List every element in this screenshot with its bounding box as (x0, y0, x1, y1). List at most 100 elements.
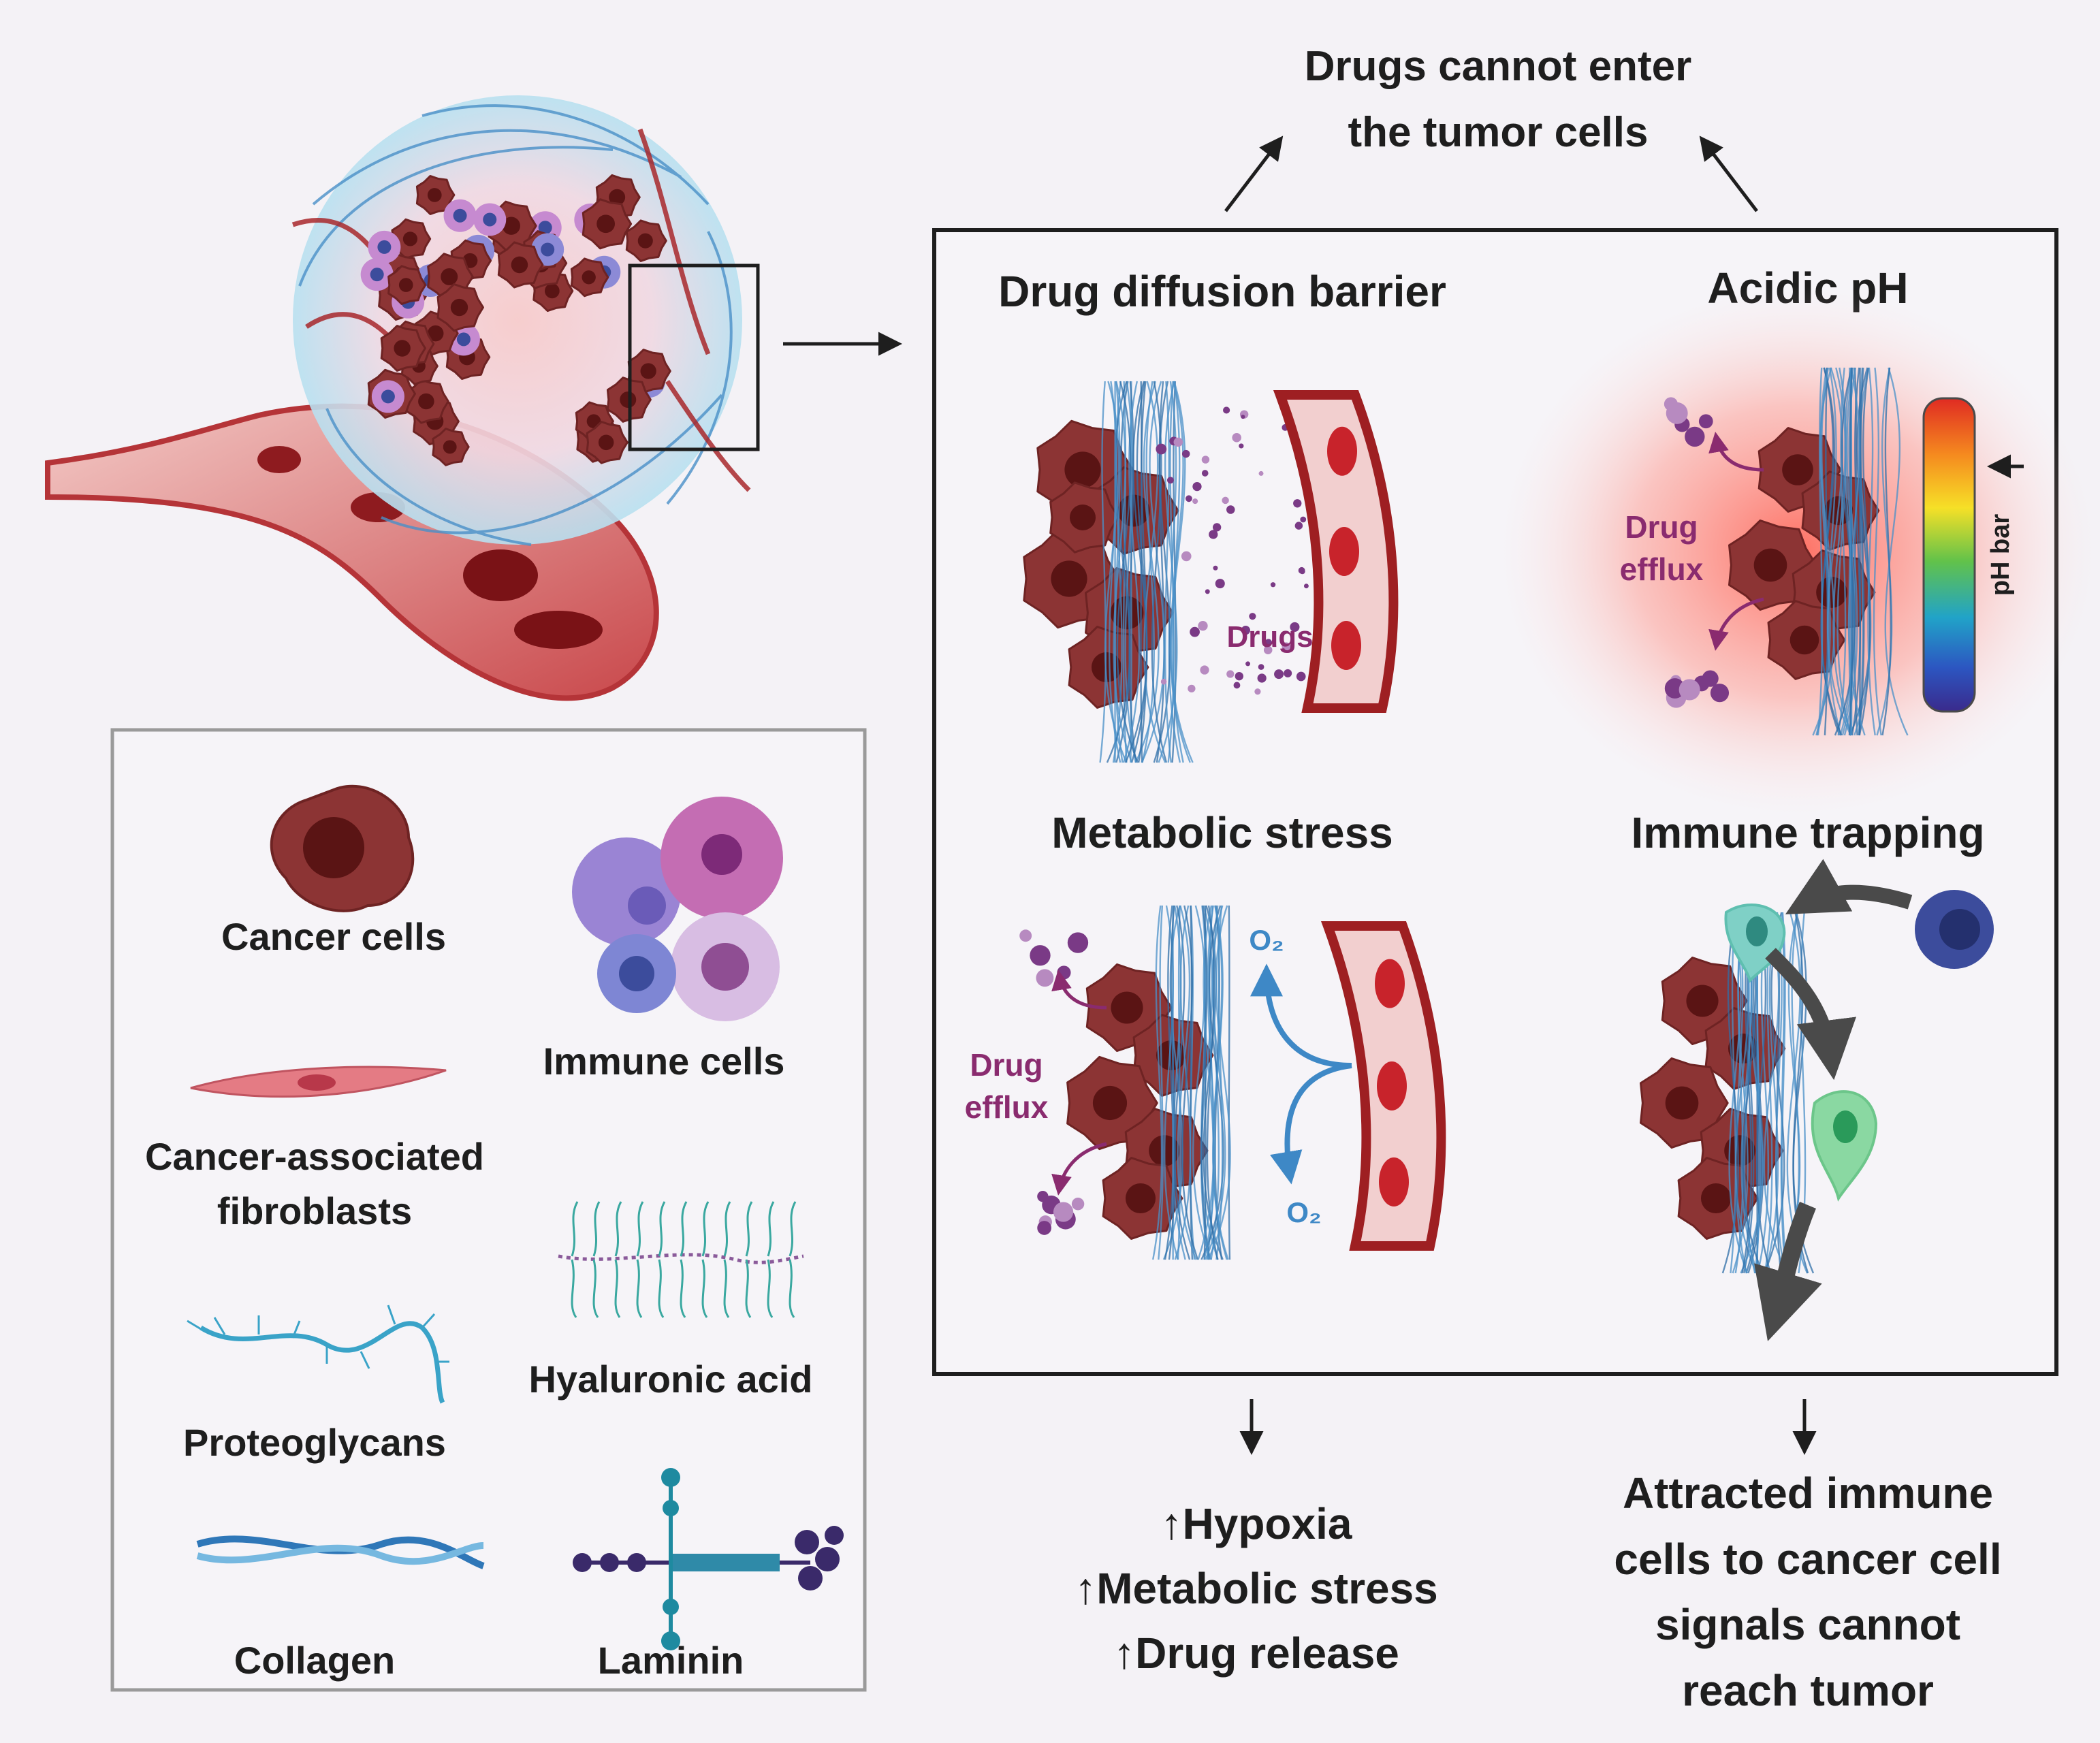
drug-particle (1222, 496, 1229, 505)
ecm-fiber-band (1099, 381, 1194, 763)
immune-cell-nucleus (453, 208, 467, 223)
drug-particle (1212, 523, 1222, 532)
capillary-vessel (1273, 390, 1399, 713)
ecm-fiber (1212, 905, 1229, 1260)
ha-frond (636, 1259, 643, 1318)
ecm-fiber (1141, 381, 1165, 763)
drug-particle (1293, 499, 1302, 508)
drug-particle (1233, 682, 1241, 689)
ha-frond (658, 1259, 665, 1318)
drug-particle (1215, 579, 1225, 589)
ecm-fiber (1115, 381, 1131, 763)
immune-cell-nucleus (541, 242, 555, 257)
ecm-fiber (1228, 905, 1231, 1260)
drug-particle (1254, 688, 1261, 695)
ecm-fiber (1207, 905, 1231, 1260)
drug-particle (1666, 402, 1688, 424)
cancer-cell-nucleus (1700, 1183, 1732, 1214)
ecm-fiber (1113, 381, 1133, 763)
ha-frond (571, 1201, 579, 1257)
ecm-fiber (1170, 381, 1194, 763)
red-blood-cell (1327, 426, 1357, 476)
o2-arrow-up (1250, 963, 1352, 1068)
drug-particle (1241, 415, 1245, 419)
panel-metabolic-stress: Metabolic stress Drug efflux O₂ O₂ (965, 808, 1446, 1260)
ecm-fiber (1169, 381, 1191, 763)
ecm-fiber (1837, 367, 1847, 736)
ha-frond (614, 1259, 621, 1318)
cancer-cell-nucleus (598, 434, 614, 451)
ecm-fiber (1134, 381, 1160, 763)
tumor-overview (45, 95, 902, 701)
cancer-cell-nucleus (1070, 505, 1096, 530)
drugs-label: Drugs (1226, 620, 1313, 654)
ha-frond (767, 1259, 774, 1318)
cancer-cell-nucleus (443, 440, 457, 454)
drug-particle (1181, 551, 1192, 562)
outcome-line: reach tumor (1682, 1666, 1934, 1715)
efflux-arrow-down (1051, 1142, 1107, 1196)
drug-particle (1249, 613, 1256, 620)
ecm-fiber (1858, 367, 1865, 736)
ha-frond (592, 1259, 599, 1318)
ecm-fiber-band (1812, 367, 1909, 736)
drug-particle (1156, 443, 1167, 455)
top-caption-line2: the tumor cells (1348, 109, 1649, 156)
immune-cells-icon (572, 797, 783, 1021)
proteoglycans-icon (187, 1305, 449, 1404)
ecm-fiber (1867, 367, 1876, 736)
outcome-metabolic: ↑Hypoxia ↑Metabolic stress ↑Drug release (1075, 1399, 1438, 1678)
drug-particle (1290, 622, 1300, 632)
cancer-cell-icon (270, 784, 415, 912)
efflux-label-line2: efflux (1620, 551, 1704, 587)
ecm-fiber (1099, 381, 1107, 763)
ecm-fiber (1832, 367, 1853, 736)
ecm-fiber (1177, 905, 1197, 1260)
drug-particle (1258, 664, 1264, 670)
ha-frond (701, 1201, 710, 1257)
ha-frond (767, 1201, 775, 1257)
laminin-icon (573, 1468, 844, 1650)
drug-particle (1257, 673, 1267, 683)
drug-particle (1201, 470, 1209, 477)
ecm-fiber (1104, 381, 1128, 763)
drug-particle (1245, 661, 1251, 667)
drug-particle (1188, 684, 1196, 693)
o2-label-top: O₂ (1249, 924, 1284, 956)
o2-arrow-down (1270, 1063, 1352, 1185)
drug-particle (1192, 498, 1198, 505)
cancer-cell-nucleus (620, 391, 637, 409)
drug-particle (1030, 945, 1051, 966)
cancer-cell-nucleus (1686, 985, 1719, 1017)
drug-particle (1190, 626, 1200, 637)
cancer-cell-nucleus (609, 189, 626, 206)
drug-particle (1679, 679, 1700, 701)
drug-particle (1299, 569, 1305, 575)
ecm-fiber (1130, 381, 1148, 763)
ecm-fiber (1174, 905, 1191, 1260)
ecm-fiber (1116, 381, 1139, 763)
ha-frond (745, 1201, 753, 1257)
capillary-vessel (1320, 921, 1446, 1251)
ecm-fiber (1151, 381, 1168, 763)
ecm-fiber (1152, 905, 1163, 1260)
cancer-cell-nucleus (637, 233, 653, 249)
ecm-fiber (1164, 905, 1175, 1260)
ecm-fiber (1137, 381, 1148, 763)
drug-particle (1192, 481, 1202, 492)
red-blood-cell (1375, 959, 1405, 1008)
cancer-cell-nucleus (596, 214, 616, 234)
escape-arrow (1754, 1202, 1822, 1341)
panel-immune-trapping: Immune trapping (1631, 808, 1994, 1341)
drug-particle (1239, 443, 1244, 449)
legend-label-cancer: Cancer cells (221, 915, 446, 958)
ph-bar-label: pH bar (1986, 514, 2015, 596)
drug-particle (1209, 530, 1218, 539)
drug-particle (1036, 969, 1054, 987)
drug-particle (1213, 565, 1218, 571)
drug-particle (1223, 406, 1230, 414)
cancer-cell-nucleus (394, 340, 411, 357)
red-blood-cell (1329, 527, 1359, 576)
ha-frond (680, 1259, 686, 1318)
